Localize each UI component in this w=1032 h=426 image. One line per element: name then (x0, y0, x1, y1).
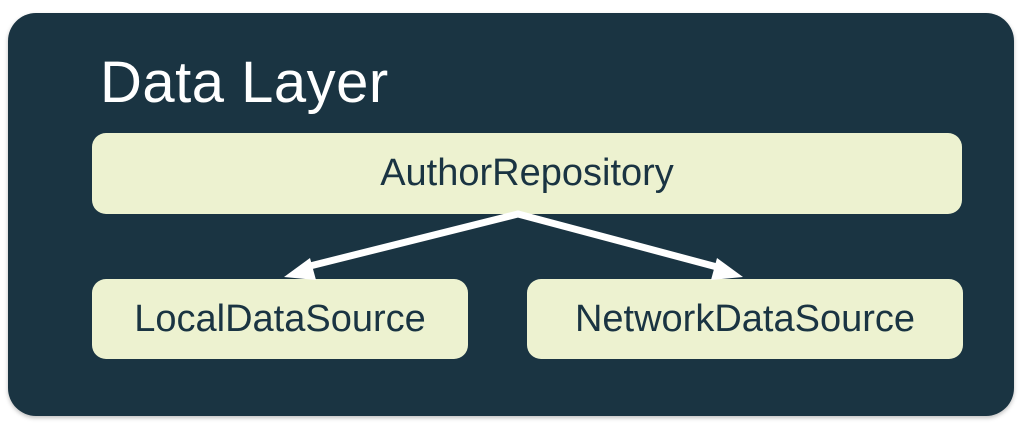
node-local-data-source-label: LocalDataSource (134, 297, 426, 340)
node-author-repository: AuthorRepository (92, 133, 962, 214)
node-network-data-source-label: NetworkDataSource (574, 297, 916, 340)
node-local-data-source: LocalDataSource (92, 279, 468, 359)
node-author-repository-label: AuthorRepository (380, 152, 674, 194)
diagram-title: Data Layer (100, 50, 389, 115)
node-network-data-source: NetworkDataSource (527, 279, 963, 359)
